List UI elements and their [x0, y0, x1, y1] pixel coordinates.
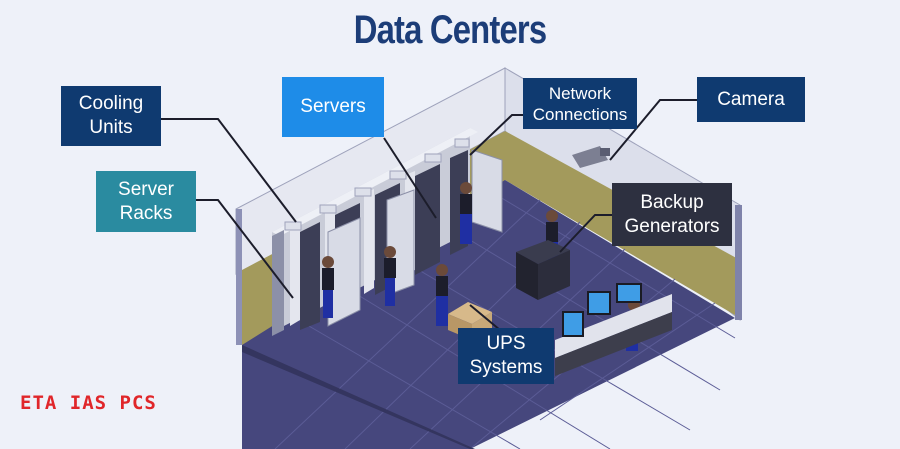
cooling-unit-vents: [284, 138, 470, 231]
watermark-text: ETA IAS PCS: [20, 392, 157, 414]
callout-line-ups-systems: [469, 304, 501, 331]
label-servers: Servers: [282, 77, 384, 137]
callout-line-backup-generators: [559, 214, 612, 253]
right-wall-edge: [735, 205, 742, 320]
callout-line-network-connections: [469, 114, 525, 156]
rack-door: [471, 149, 503, 233]
monitor-desk-icon: [555, 283, 672, 376]
label-cooling-units: Cooling Units: [61, 86, 161, 146]
callout-lines: [161, 99, 698, 331]
callout-line-camera: [609, 99, 698, 161]
technician-figure: [436, 264, 448, 326]
page-title: Data Centers: [353, 8, 547, 52]
callout-line-cooling-units: [161, 118, 297, 223]
technician-figure: [460, 182, 472, 244]
technician-figure: [322, 256, 334, 318]
label-backup-generators: Backup Generators: [612, 183, 732, 246]
label-server-racks: Server Racks: [96, 171, 196, 232]
label-network-connections: Network Connections: [523, 78, 637, 129]
generator-icon: [516, 240, 570, 300]
technician-figure: [384, 246, 396, 306]
callout-line-servers: [383, 137, 437, 219]
security-camera-icon: [572, 146, 610, 168]
left-wall: [236, 209, 242, 345]
floor-front-edge: [242, 345, 475, 449]
label-ups-systems: UPS Systems: [458, 328, 554, 384]
callout-line-server-racks: [196, 199, 294, 299]
label-camera: Camera: [697, 77, 805, 122]
